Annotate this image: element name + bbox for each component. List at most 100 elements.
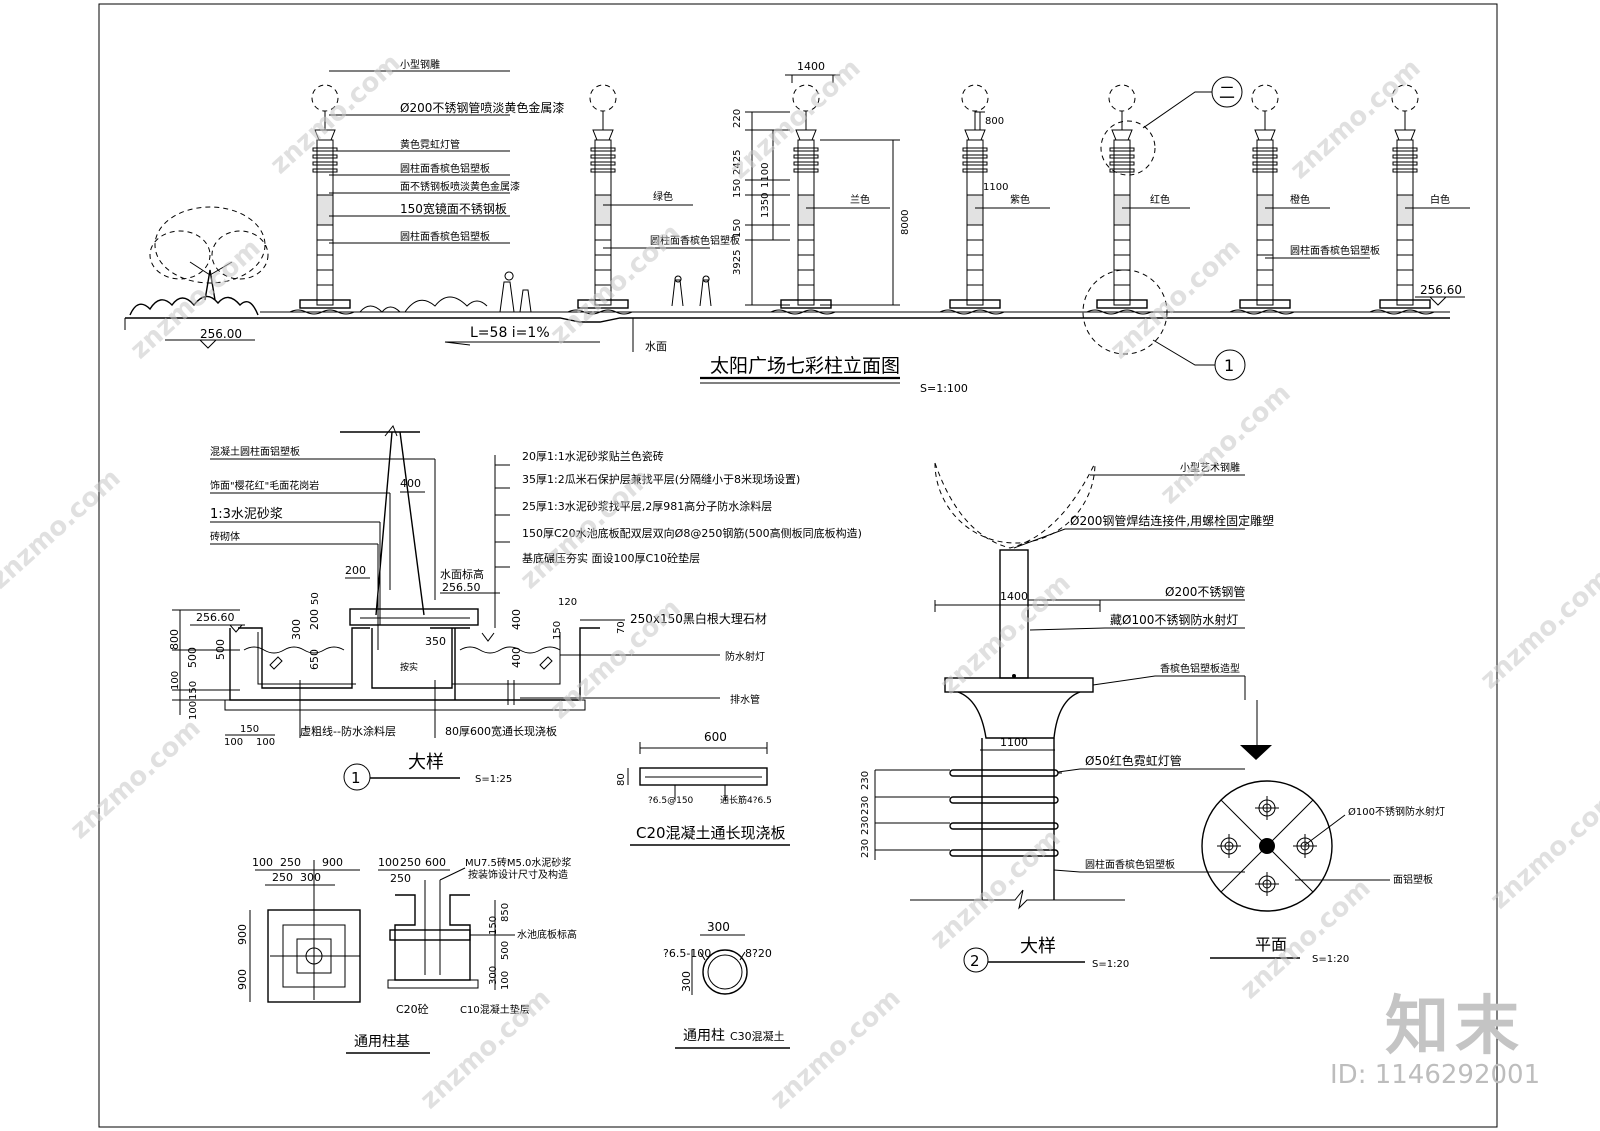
svg-text:?6.5@150: ?6.5@150 bbox=[648, 796, 694, 806]
color-label-2: 兰色 bbox=[850, 193, 870, 206]
svg-text:600: 600 bbox=[704, 730, 727, 744]
lamp-label: 防水射灯 bbox=[725, 650, 765, 663]
detail1-right-note-5: 基底碾压夯实 面设100厚C10砼垫层 bbox=[522, 551, 700, 565]
svg-text:znzmo.com: znzmo.com bbox=[0, 463, 127, 595]
svg-text:900: 900 bbox=[236, 924, 249, 945]
sheet-border bbox=[98, 3, 1498, 1128]
slab-detail: 600 80 ?6.5@150 通长筋4?6.5 C20混凝土通长现浇板 bbox=[616, 730, 790, 846]
svg-text:400: 400 bbox=[510, 609, 523, 630]
svg-text:znzmo.com: znzmo.com bbox=[545, 218, 687, 350]
drain-label: 排水管 bbox=[730, 693, 760, 706]
detail-2-section: 1400 1100 230 230 230 230 小型艺术钢雕Ø200钢管焊结… bbox=[860, 461, 1274, 973]
level-marker-left: 256.00 bbox=[165, 327, 255, 349]
detail2-title: 大样 bbox=[1020, 936, 1056, 957]
svg-text:250: 250 bbox=[400, 856, 421, 869]
brand-id-text: ID: 1146292001 bbox=[1330, 1060, 1541, 1090]
svg-text:100: 100 bbox=[256, 737, 275, 748]
svg-text:虚粗线--防水涂料层: 虚粗线--防水涂料层 bbox=[300, 724, 396, 738]
svg-text:znzmo.com: znzmo.com bbox=[1105, 233, 1247, 365]
svg-text:znzmo.com: znzmo.com bbox=[545, 593, 687, 725]
svg-text:230: 230 bbox=[860, 796, 871, 815]
svg-text:250: 250 bbox=[272, 871, 293, 884]
plate-label-col2: 圆柱面香槟色铝塑板 bbox=[650, 234, 740, 247]
svg-text:230: 230 bbox=[860, 839, 871, 858]
color-label-6: 白色 bbox=[1430, 193, 1450, 206]
detail1-right-note-3: 25厚1:3水泥砂浆找平层,2厚981高分子防水涂料层 bbox=[522, 499, 772, 513]
svg-text:C20砼: C20砼 bbox=[396, 1003, 429, 1016]
elevation-title: 太阳广场七彩柱立面图 bbox=[710, 355, 900, 377]
svg-text:S=1:25: S=1:25 bbox=[475, 774, 512, 785]
svg-text:1400: 1400 bbox=[1000, 590, 1028, 603]
svg-text:256.50: 256.50 bbox=[442, 581, 481, 594]
svg-text:150: 150 bbox=[188, 681, 199, 700]
svg-text:850: 850 bbox=[500, 903, 511, 922]
detail-1-section: 400 200 50 300 200 350 650 400 400 120 1… bbox=[168, 425, 862, 791]
column-section: 300 ?6.5-100 8?20 300 通用柱 C30混凝土 bbox=[663, 920, 790, 1049]
svg-text:1: 1 bbox=[351, 769, 361, 787]
svg-text:500: 500 bbox=[214, 639, 227, 660]
svg-text:1: 1 bbox=[1224, 356, 1234, 375]
svg-text:100: 100 bbox=[224, 737, 243, 748]
svg-text:znzmo.com: znzmo.com bbox=[1155, 378, 1297, 510]
svg-text:1400: 1400 bbox=[797, 60, 825, 73]
svg-text:znzmo.com: znzmo.com bbox=[765, 983, 907, 1115]
svg-text:150: 150 bbox=[732, 219, 743, 238]
svg-text:500: 500 bbox=[186, 647, 199, 668]
svg-text:230: 230 bbox=[860, 771, 871, 790]
plan-lamp-icon bbox=[1255, 872, 1279, 896]
svg-text:1100: 1100 bbox=[760, 163, 771, 188]
svg-text:按装饰设计尺寸及构造: 按装饰设计尺寸及构造 bbox=[468, 868, 568, 881]
svg-text:150: 150 bbox=[732, 179, 743, 198]
detail2-note-2: Ø200钢管焊结连接件,用螺栓固定雕塑 bbox=[1070, 513, 1274, 528]
elevation-dimensions: 1400 220 2425 150 150 3925 1100 1350 800… bbox=[732, 60, 1008, 306]
detail2-note-4: 藏Ø100不锈钢防水射灯 bbox=[1110, 612, 1238, 627]
svg-text:二: 二 bbox=[1219, 83, 1235, 102]
svg-text:100: 100 bbox=[500, 971, 511, 990]
detail2-note-1: 小型艺术钢雕 bbox=[1180, 461, 1240, 474]
elevation-callout-4: 圆柱面香槟色铝塑板 bbox=[400, 162, 490, 175]
color-label-3: 紫色 bbox=[1010, 193, 1030, 206]
svg-text:300: 300 bbox=[680, 971, 693, 992]
brand-logo-text: 知末 bbox=[1385, 990, 1525, 1064]
detail-marker-1: 1 bbox=[1082, 269, 1246, 381]
svg-text:50: 50 bbox=[310, 592, 321, 605]
elevation-column-3 bbox=[770, 84, 836, 315]
svg-text:面铝塑板: 面铝塑板 bbox=[1393, 873, 1433, 886]
svg-text:300: 300 bbox=[707, 920, 730, 934]
detail2-note-7: 圆柱面香槟色铝塑板 bbox=[1085, 858, 1175, 871]
elevation-callout-6: 150宽镜面不锈钢板 bbox=[400, 201, 507, 216]
svg-text:1350: 1350 bbox=[760, 193, 771, 218]
detail-marker-2: 二 bbox=[1100, 76, 1243, 176]
detail2-note-6: Ø50红色霓虹灯管 bbox=[1085, 753, 1182, 768]
svg-text:znzmo.com: znzmo.com bbox=[125, 233, 267, 365]
footing-detail: 100 250 900 250 300 900 900 100 250 600 … bbox=[236, 856, 577, 1054]
detail1-right-note-4: 150厚C20水池底板配双层双向Ø8@250钢筋(500高侧板同底板构造) bbox=[522, 526, 862, 540]
tree-symbol bbox=[129, 206, 269, 316]
elevation-callout-2: Ø200不锈钢管喷淡黄色金属漆 bbox=[400, 100, 564, 115]
detail2-note-3: Ø200不锈钢管 bbox=[1165, 584, 1245, 599]
svg-text:按实: 按实 bbox=[400, 661, 418, 673]
color-label-1: 绿色 bbox=[653, 190, 673, 203]
svg-text:800: 800 bbox=[168, 629, 181, 650]
svg-text:1100: 1100 bbox=[1000, 736, 1028, 749]
elevation-callout-5: 面不锈钢板喷淡黄色金属漆 bbox=[400, 180, 520, 193]
detail1-title: 大样 bbox=[408, 752, 444, 773]
svg-text:900: 900 bbox=[236, 969, 249, 990]
svg-text:8000: 8000 bbox=[900, 210, 911, 235]
svg-text:通长筋4?6.5: 通长筋4?6.5 bbox=[720, 794, 772, 806]
elevation-column-5 bbox=[1086, 84, 1152, 315]
svg-text:900: 900 bbox=[322, 856, 343, 869]
elevation-column-1 bbox=[289, 84, 355, 315]
slab-title: C20混凝土通长现浇板 bbox=[636, 824, 786, 842]
svg-text:100: 100 bbox=[170, 671, 181, 690]
svg-text:500: 500 bbox=[500, 941, 511, 960]
svg-text:400: 400 bbox=[510, 647, 523, 668]
elevation-column-2 bbox=[567, 84, 633, 315]
level-left-value: 256.00 bbox=[200, 327, 242, 341]
svg-text:120: 120 bbox=[558, 597, 577, 608]
column-title: 通用柱 bbox=[683, 1028, 725, 1044]
svg-text:250: 250 bbox=[390, 872, 411, 885]
svg-text:znzmo.com: znzmo.com bbox=[65, 713, 207, 845]
svg-text:200: 200 bbox=[308, 609, 321, 630]
